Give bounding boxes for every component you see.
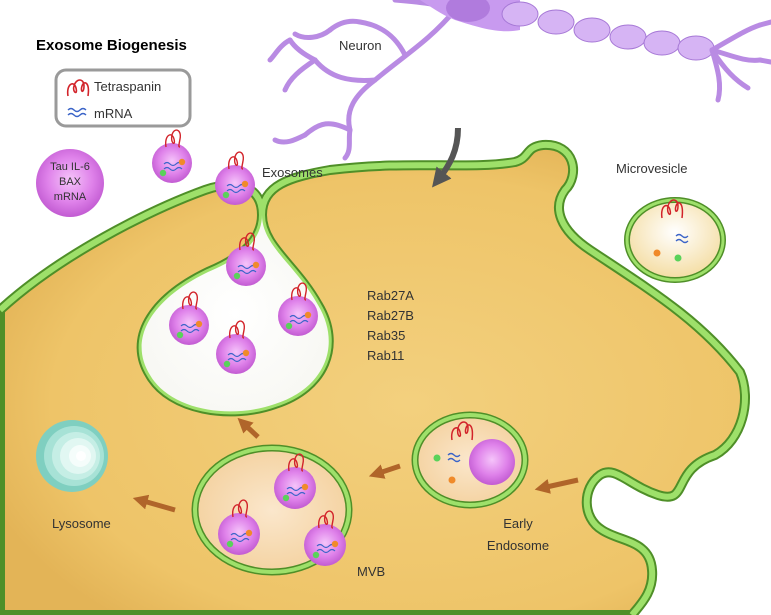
cargo-dot xyxy=(178,158,186,166)
cargo-dot xyxy=(222,191,230,199)
legend-tetraspanin-label: Tetraspanin xyxy=(94,79,161,94)
page-title: Exosome Biogenesis xyxy=(36,37,187,54)
tetraspanin-icon xyxy=(238,232,256,251)
cargo-line-2: BAX xyxy=(59,176,82,188)
tetraspanin-icon xyxy=(227,151,245,170)
cargo-dot xyxy=(241,180,249,188)
cargo-dot xyxy=(245,529,253,537)
cargo-dot xyxy=(195,320,203,328)
lysosome xyxy=(36,420,108,492)
cargo-line-1: Tau IL-6 xyxy=(50,161,90,173)
exosome xyxy=(278,282,318,336)
mrna-icon xyxy=(67,107,87,118)
neuron-label: Neuron xyxy=(339,38,382,53)
cargo-dot xyxy=(223,360,231,368)
rab-item: Rab27A xyxy=(367,288,414,303)
exosome xyxy=(226,232,266,286)
tetraspanin-icon xyxy=(228,320,246,339)
exosomes-label: Exosomes xyxy=(262,165,323,180)
arrow-icon xyxy=(534,477,579,494)
fusing-mvb-interior xyxy=(141,215,329,412)
neuron-drawing xyxy=(267,0,771,161)
early-endosome xyxy=(411,411,529,509)
cargo-line-3: mRNA xyxy=(54,191,87,203)
legend-mrna-label: mRNA xyxy=(94,106,133,121)
cargo-dot xyxy=(312,551,320,559)
tetraspanin-icon xyxy=(231,499,249,518)
microvesicle-label: Microvesicle xyxy=(616,161,688,176)
legend-box: Tetraspanin mRNA xyxy=(54,68,192,128)
cargo-dot xyxy=(226,540,234,548)
cargo-dot xyxy=(282,494,290,502)
tetraspanin-icon xyxy=(290,282,308,301)
mvb-label: MVB xyxy=(357,564,385,579)
pathway-arrows xyxy=(132,417,579,513)
exosomes-layer xyxy=(152,129,346,566)
rab-item: Rab27B xyxy=(367,308,414,323)
tetraspanin-icon xyxy=(164,129,182,148)
cargo-dot xyxy=(331,540,339,548)
rab-item: Rab35 xyxy=(367,328,405,343)
exosome xyxy=(152,129,192,183)
cargo-vesicle: Tau IL-6 BAX mRNA xyxy=(36,149,104,217)
tetraspanin-icon xyxy=(66,79,90,97)
arrow-icon xyxy=(432,127,461,188)
arrow-icon xyxy=(132,494,176,513)
rab-item: Rab11 xyxy=(367,348,404,363)
arrow-icon xyxy=(368,463,401,479)
exosome xyxy=(169,291,209,345)
arrow-icon xyxy=(237,417,260,439)
cargo-dot xyxy=(252,261,260,269)
exosome xyxy=(304,510,346,566)
cargo-dot xyxy=(285,322,293,330)
cargo-dot xyxy=(159,169,167,177)
tetraspanin-icon xyxy=(287,453,305,472)
early-endosome-label-2: Endosome xyxy=(487,538,549,553)
microvesicle xyxy=(624,197,726,283)
cargo-dot xyxy=(304,311,312,319)
exosome xyxy=(216,320,256,374)
lysosome-label: Lysosome xyxy=(52,516,111,531)
cargo-dot xyxy=(233,272,241,280)
exosome xyxy=(215,151,255,205)
exosome xyxy=(218,499,260,555)
rab-list: Rab27A Rab27B Rab35 Rab11 xyxy=(367,288,414,363)
cargo-dot xyxy=(242,349,250,357)
early-endosome-label-1: Early xyxy=(503,516,533,531)
tetraspanin-icon xyxy=(181,291,199,310)
exosome xyxy=(274,453,316,509)
cargo-dot xyxy=(301,483,309,491)
tetraspanin-icon xyxy=(317,510,335,529)
cargo-dot xyxy=(176,331,184,339)
